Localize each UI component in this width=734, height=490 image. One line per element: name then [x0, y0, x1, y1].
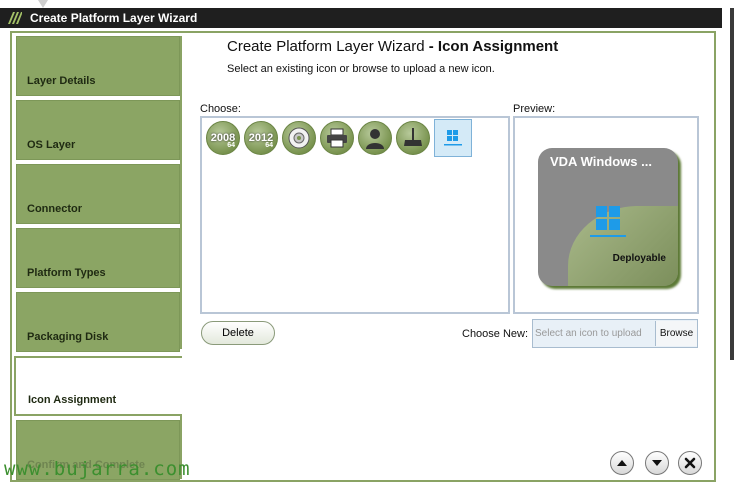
icon-badge: 64: [227, 142, 235, 149]
site-watermark: www.bujarra.com: [4, 458, 191, 480]
step-label: Connector: [27, 203, 82, 215]
notch-marker-icon: [38, 0, 48, 8]
step-label: Packaging Disk: [27, 331, 109, 343]
windows-2012-icon[interactable]: 2012 64: [244, 121, 278, 155]
close-icon: [684, 457, 696, 469]
step-label: Icon Assignment: [28, 394, 117, 406]
icon-list: 2008 64 2012 64: [206, 119, 472, 157]
step-title: - Icon Assignment: [428, 38, 559, 55]
arrow-up-icon: [617, 460, 627, 466]
user-icon[interactable]: [358, 121, 392, 155]
page-title: Create Platform Layer Wizard - Icon Assi…: [227, 38, 558, 55]
broom-icon[interactable]: [396, 121, 430, 155]
preview-label: Preview:: [513, 103, 556, 115]
step-icon-assignment[interactable]: Icon Assignment: [14, 356, 182, 416]
page-scrollbar[interactable]: [730, 8, 734, 360]
layer-tile: VDA Windows ... Deployable: [538, 148, 678, 286]
tile-status: Deployable: [612, 253, 666, 264]
step-label: Confirm and Complete: [27, 459, 145, 471]
person-glyph-icon: [366, 129, 384, 149]
title-bar: Create Platform Layer Wizard: [0, 0, 722, 28]
page-subtitle: Select an existing icon or browse to upl…: [227, 63, 495, 75]
browse-button[interactable]: Browse: [656, 321, 697, 346]
disc-icon[interactable]: [282, 121, 316, 155]
window-title: Create Platform Layer Wizard: [30, 11, 198, 25]
content-divider: [180, 413, 182, 479]
printer-glyph-icon: [327, 128, 347, 148]
step-connector[interactable]: Connector: [16, 164, 180, 224]
windows-server-logo-icon: [590, 206, 626, 237]
icon-badge: 64: [265, 142, 273, 149]
cancel-button[interactable]: [678, 451, 702, 475]
icon-text: 2008: [210, 132, 236, 144]
step-layer-details[interactable]: Layer Details: [16, 36, 180, 96]
step-label: Platform Types: [27, 267, 106, 279]
windows-logo-icon: [444, 130, 462, 146]
step-label: OS Layer: [27, 139, 76, 151]
choose-label: Choose:: [200, 103, 241, 115]
disc-glyph-icon: [288, 127, 310, 149]
app-logo-icon: [8, 12, 22, 24]
broom-glyph-icon: [404, 128, 422, 146]
icon-upload: Browse: [532, 319, 698, 348]
icon-text: 2012: [248, 132, 274, 144]
windows-server-icon[interactable]: [434, 119, 472, 157]
choose-new-label: Choose New:: [462, 328, 529, 340]
next-button[interactable]: [645, 451, 669, 475]
windows-2008-icon[interactable]: 2008 64: [206, 121, 240, 155]
printer-icon[interactable]: [320, 121, 354, 155]
upload-file-input[interactable]: [533, 321, 656, 346]
tile-name: VDA Windows ...: [550, 154, 652, 169]
step-packaging-disk[interactable]: Packaging Disk: [16, 292, 180, 352]
wizard-panel: Layer Details OS Layer Connector Platfor…: [10, 31, 716, 482]
arrow-down-icon: [652, 460, 662, 466]
wizard-title: Create Platform Layer Wizard: [227, 38, 425, 55]
wizard-steps: Layer Details OS Layer Connector Platfor…: [14, 36, 182, 484]
step-os-layer[interactable]: OS Layer: [16, 100, 180, 160]
step-platform-types[interactable]: Platform Types: [16, 228, 180, 288]
content-divider: [180, 36, 182, 349]
icon-chooser[interactable]: 2008 64 2012 64: [200, 116, 510, 314]
back-button[interactable]: [610, 451, 634, 475]
delete-button[interactable]: Delete: [201, 321, 275, 345]
icon-preview: VDA Windows ... Deployable: [513, 116, 699, 314]
step-label: Layer Details: [27, 75, 96, 87]
step-confirm-and-complete[interactable]: Confirm and Complete: [16, 420, 180, 480]
